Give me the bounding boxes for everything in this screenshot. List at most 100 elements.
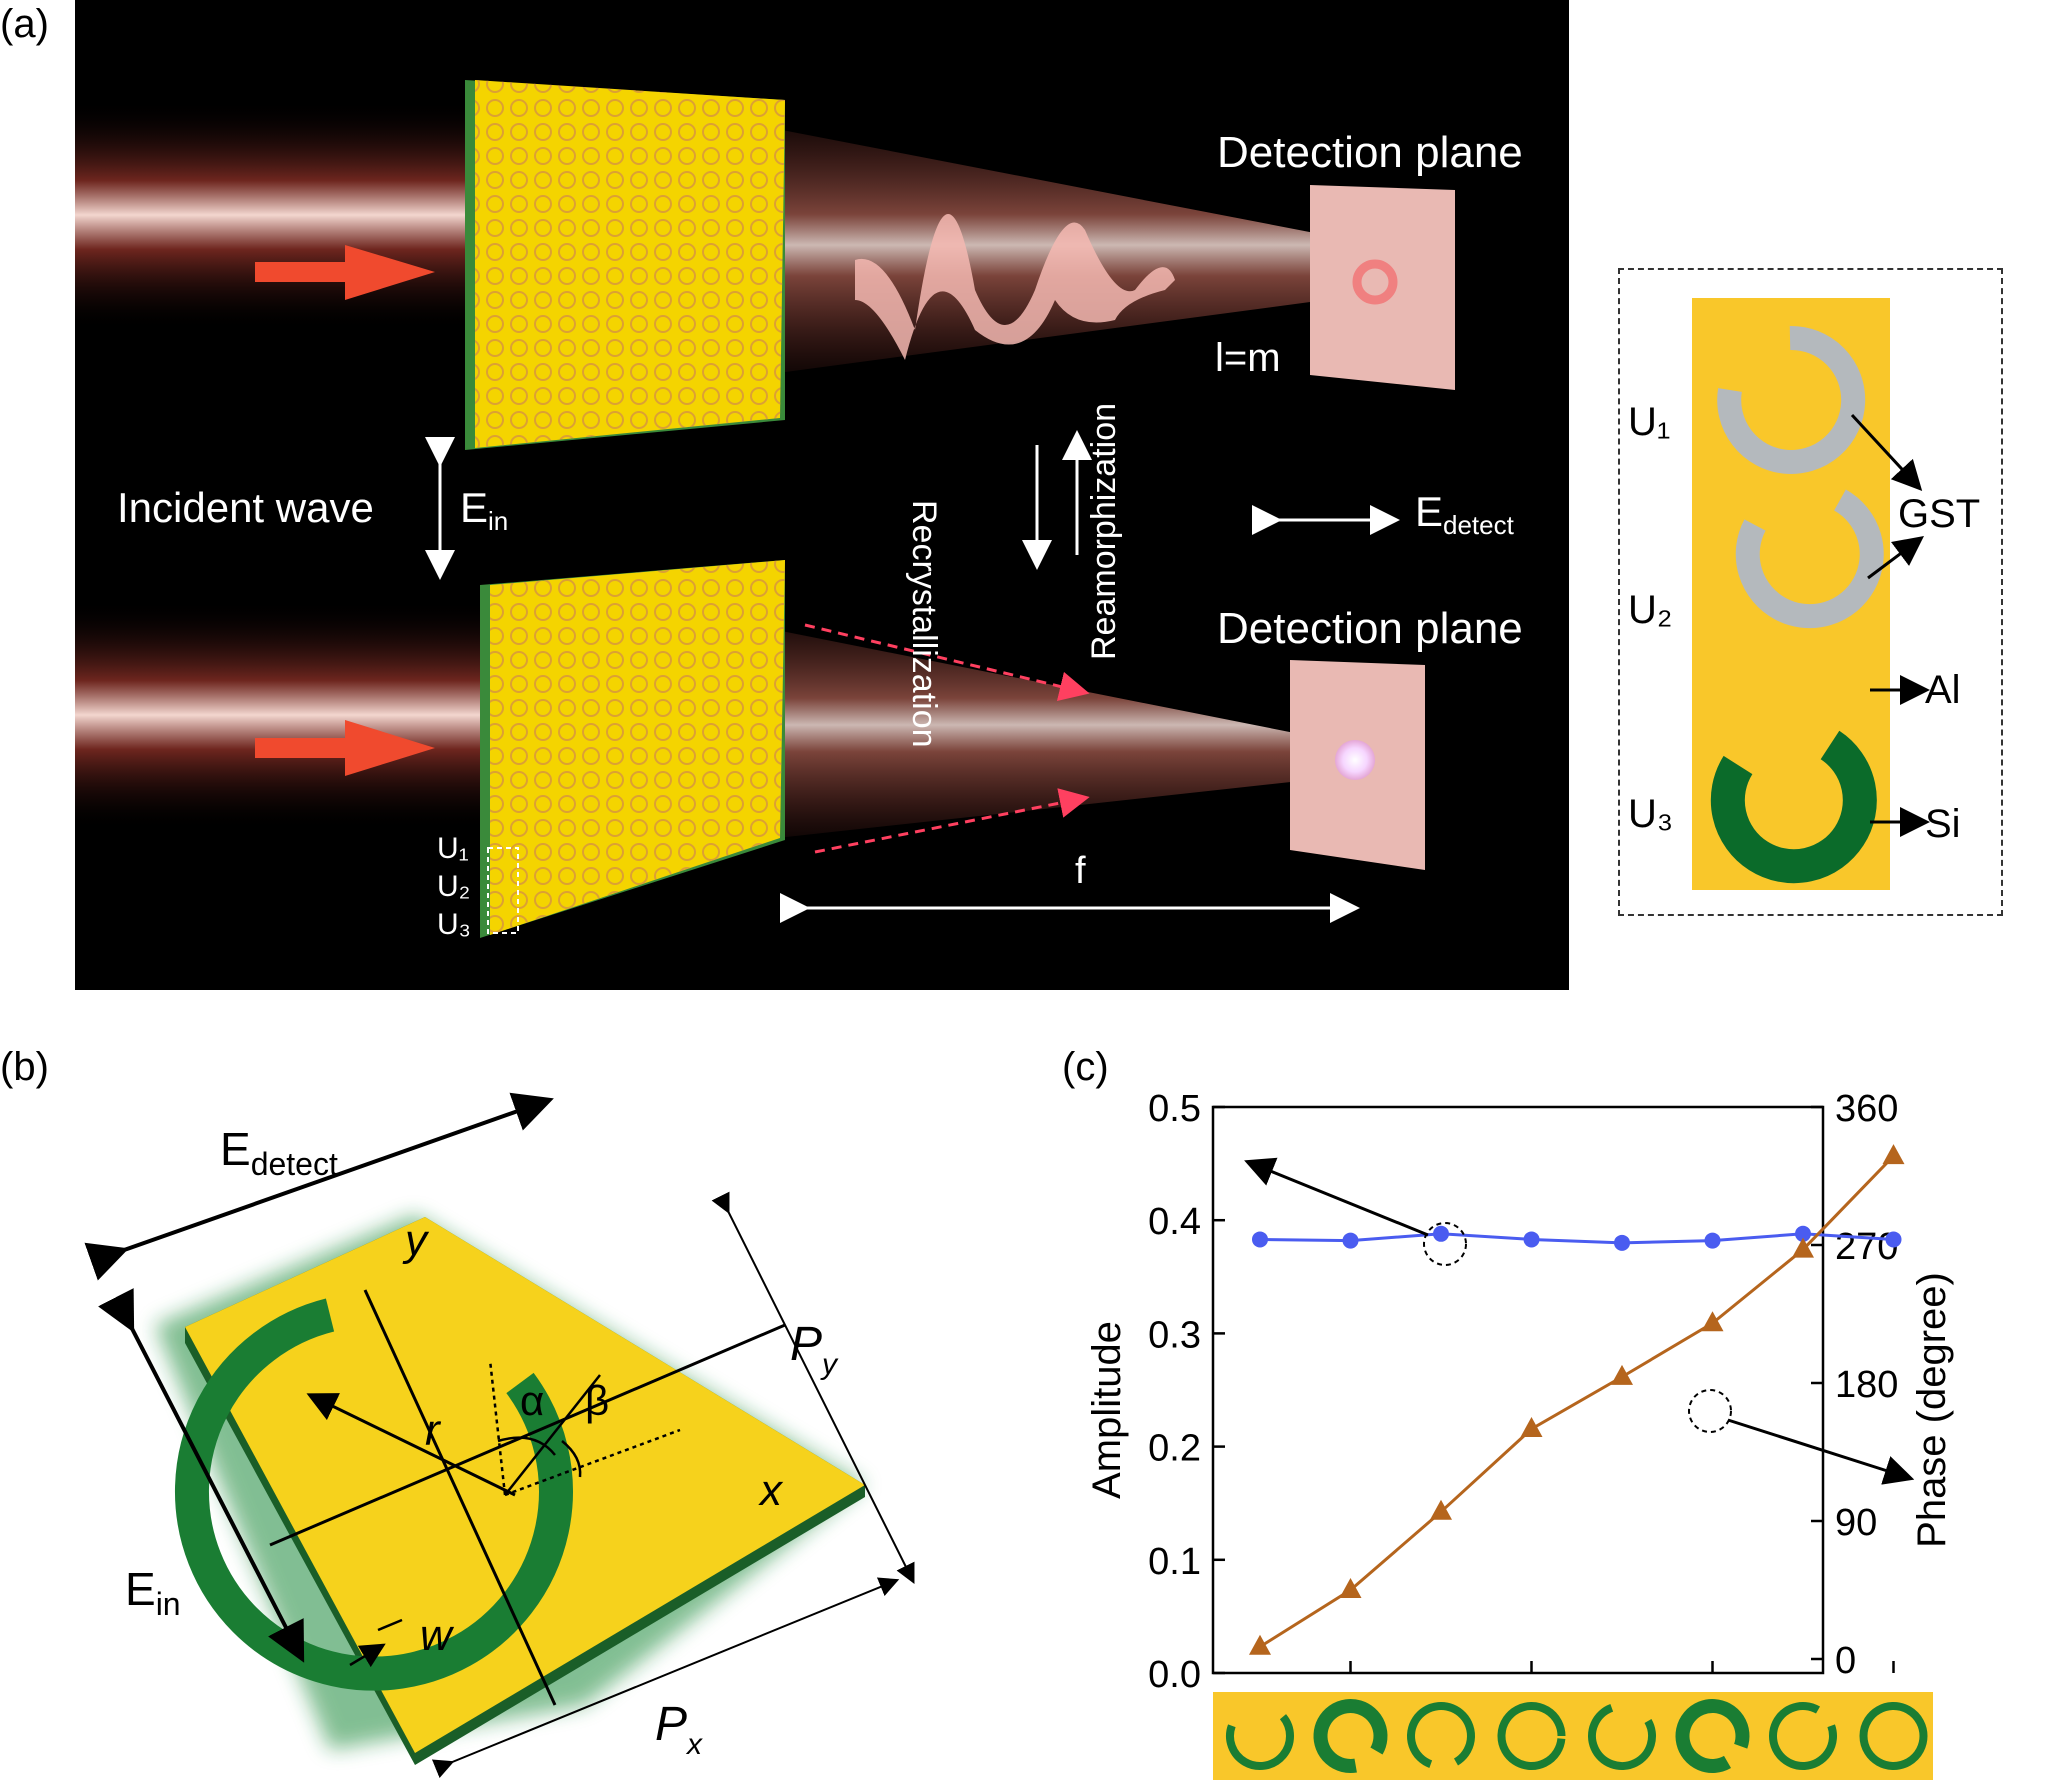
amplitude-axis-pointer — [1244, 1157, 1429, 1237]
incident-arrow-bottom — [255, 720, 435, 776]
recrystallization-label: Recrystallization — [905, 500, 943, 748]
legend-u3-label: U₃ — [1628, 792, 1674, 836]
detection-plane-bottom-label: Detection plane — [1217, 604, 1523, 653]
radius-arrow — [306, 1393, 516, 1497]
e-in-label-b: Ein — [125, 1563, 181, 1622]
y-tick-label: 0.2 — [1148, 1428, 1201, 1470]
py-label: Py — [790, 1318, 839, 1381]
phase-point — [1339, 1578, 1362, 1598]
y-tick-label: 0.0 — [1148, 1654, 1201, 1696]
series-line-0 — [1259, 1232, 1894, 1245]
phase-point — [1249, 1634, 1271, 1655]
plot-frame — [1211, 1105, 1825, 1675]
legend-gst-label: GST — [1898, 492, 1981, 536]
strip-ring-8 — [1859, 1702, 1928, 1770]
phase-point — [1611, 1364, 1633, 1385]
beta-ref-dotted — [504, 1428, 681, 1497]
unit-cell-geometry-panel-b: Edetect Ein y x α β r w Py Px — [80, 1085, 980, 1790]
amplitude-point — [1885, 1231, 1902, 1248]
focal-spot — [1335, 740, 1375, 780]
u2-gst-ring — [1735, 489, 1884, 629]
alpha-arc — [497, 1436, 556, 1456]
gst-arrow-1 — [1850, 413, 1923, 492]
py-arrow — [711, 1191, 915, 1584]
incident-beam-bottom — [75, 600, 495, 830]
metasurface-top — [465, 80, 785, 450]
phase-highlight-circle — [1688, 1389, 1732, 1433]
deflection-arrow-top — [804, 623, 1090, 702]
x-axis-line — [269, 1323, 786, 1547]
y-axis-label: Amplitude — [1085, 1321, 1129, 1499]
y2-axis-label: Phase (degree) — [1910, 1272, 1954, 1548]
schematic-panel-a: Detection plane Detection plane l=m Inci… — [75, 0, 1569, 990]
phase-axis-pointer — [1727, 1418, 1915, 1485]
incident-wave-label: Incident wave — [117, 484, 374, 531]
detection-plane-top-label: Detection plane — [1217, 128, 1523, 177]
incident-arrow-top — [255, 245, 435, 300]
y2-tick-label: 270 — [1835, 1226, 1898, 1268]
phase-point — [1701, 1311, 1724, 1332]
amplitude-highlight-circle — [1423, 1222, 1467, 1266]
width-tick-1 — [377, 1618, 403, 1632]
y2-tick-label: 360 — [1835, 1088, 1898, 1130]
strip-ring-5 — [1588, 1704, 1656, 1770]
width-label: w — [420, 1611, 455, 1660]
radius-label: r — [425, 1406, 442, 1455]
unit-cell-legend: U₁ U₂ U₃ GST Al Si — [1618, 268, 2003, 916]
beta-arc — [561, 1440, 582, 1478]
unit-cell-dashed-box — [487, 847, 519, 934]
x-axis-label-b: x — [758, 1466, 784, 1515]
amplitude-point — [1795, 1225, 1811, 1242]
unit-label-u1: U₁ — [437, 832, 469, 865]
vortex-phase-profile — [855, 213, 1175, 360]
px-label: Px — [655, 1698, 703, 1761]
legend-u1-label: U₁ — [1628, 400, 1671, 444]
topological-charge-label: l=m — [1215, 336, 1281, 380]
e-detect-arrow-b — [84, 1092, 554, 1281]
e-detect-label: Edetect — [1415, 488, 1514, 540]
px-arrow — [431, 1577, 900, 1779]
e-detect-label-b: Edetect — [220, 1123, 338, 1182]
amplitude-point — [1252, 1231, 1268, 1248]
substrate-top — [185, 1217, 865, 1753]
vortex-donut-spot — [1352, 259, 1398, 305]
strip-ring-3 — [1407, 1702, 1475, 1768]
alpha-label: α — [520, 1377, 544, 1424]
amplitude-point — [1704, 1232, 1721, 1249]
beta-label: β — [585, 1377, 609, 1424]
panel-label-b: (b) — [0, 1045, 49, 1089]
alpha-line — [504, 1374, 601, 1496]
e-in-label: Ein — [460, 484, 509, 536]
panel-label-c: (c) — [1062, 1045, 1109, 1089]
width-arrow — [349, 1643, 386, 1668]
y2-tick-label: 90 — [1835, 1502, 1877, 1544]
y2-tick-label: 0 — [1835, 1640, 1856, 1682]
y-tick-label: 0.4 — [1148, 1201, 1201, 1243]
phase-point — [1882, 1144, 1905, 1165]
phase-point — [1520, 1417, 1543, 1437]
focal-length-label: f — [1075, 850, 1086, 892]
incident-beam-top — [75, 100, 495, 330]
strip-ring-2 — [1313, 1699, 1388, 1773]
legend-u2-label: U₂ — [1628, 588, 1673, 632]
y-tick-label: 0.1 — [1148, 1541, 1201, 1583]
strip-ring-4 — [1497, 1702, 1566, 1770]
amplitude-point — [1342, 1232, 1359, 1249]
series-line-1 — [1259, 1155, 1895, 1649]
y-axis-label-b: y — [402, 1216, 430, 1265]
amplitude-point — [1433, 1225, 1449, 1242]
legend-al-label: Al — [1925, 668, 1961, 712]
amplitude-point — [1523, 1231, 1540, 1248]
phase-point — [1792, 1237, 1814, 1258]
y-tick-label: 0.5 — [1148, 1088, 1201, 1130]
legend-si-label: Si — [1925, 802, 1961, 846]
amplitude-point — [1614, 1234, 1630, 1251]
unit-label-u2: U₂ — [437, 870, 471, 903]
unit-label-u3: U₃ — [437, 908, 471, 941]
strip-ring-6 — [1675, 1699, 1750, 1773]
panel-label-a: (a) — [0, 2, 49, 46]
metasurface-bottom — [480, 560, 785, 938]
u1-gst-ring — [1717, 325, 1866, 474]
strip-ring-7 — [1769, 1702, 1837, 1770]
